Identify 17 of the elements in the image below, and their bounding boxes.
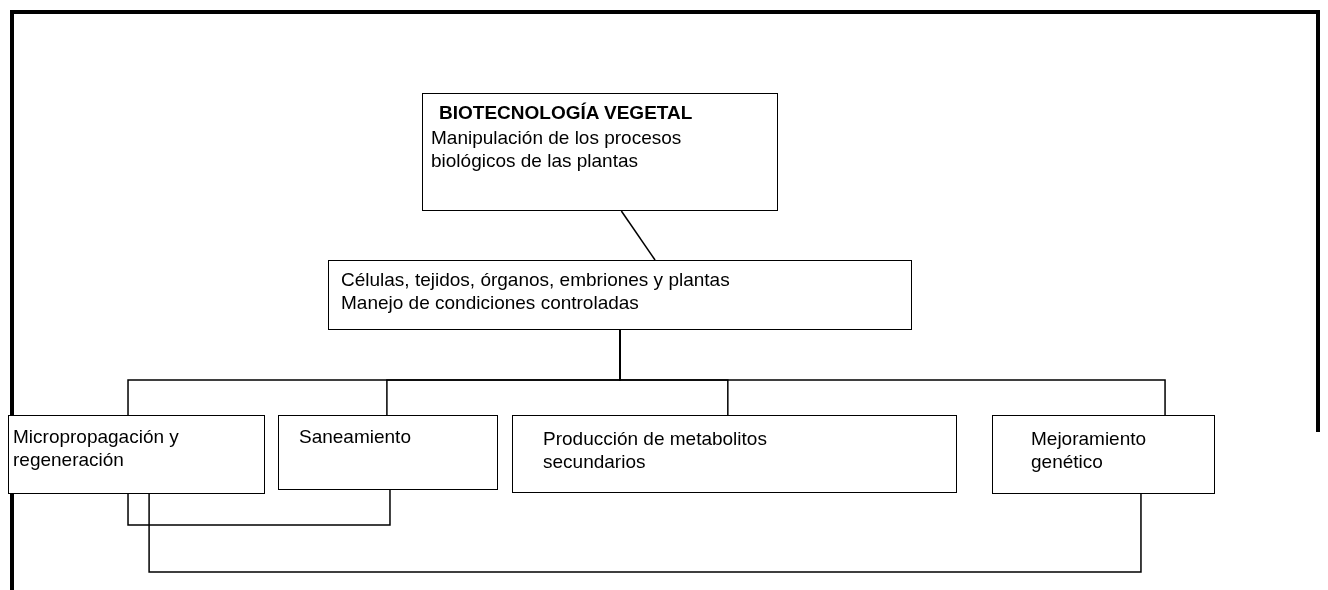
box-heading: BIOTECNOLOGÍA VEGETAL: [439, 102, 694, 125]
box-text: Producción de metabolitos secundarios: [543, 428, 768, 474]
connector-line: [127, 489, 391, 526]
process-box: [8, 415, 265, 494]
box-text: Micropropagación y regeneración: [13, 426, 180, 472]
process-box: [278, 415, 498, 490]
box-text: Mejoramiento genético: [1031, 428, 1148, 474]
box-text: Células, tejidos, órganos, embriones y plantas: [341, 269, 731, 292]
process-box: [992, 415, 1215, 494]
box-text: Manejo de condiciones controladas: [341, 291, 640, 315]
process-box: [512, 415, 957, 493]
connector-line: [620, 210, 656, 261]
process-box: [422, 93, 778, 211]
process-box: [328, 260, 912, 330]
connector-line: [148, 493, 1142, 573]
box-text: Manipulación de los procesos biológicos de las plantas: [431, 126, 683, 173]
box-text: Saneamiento: [299, 426, 412, 449]
